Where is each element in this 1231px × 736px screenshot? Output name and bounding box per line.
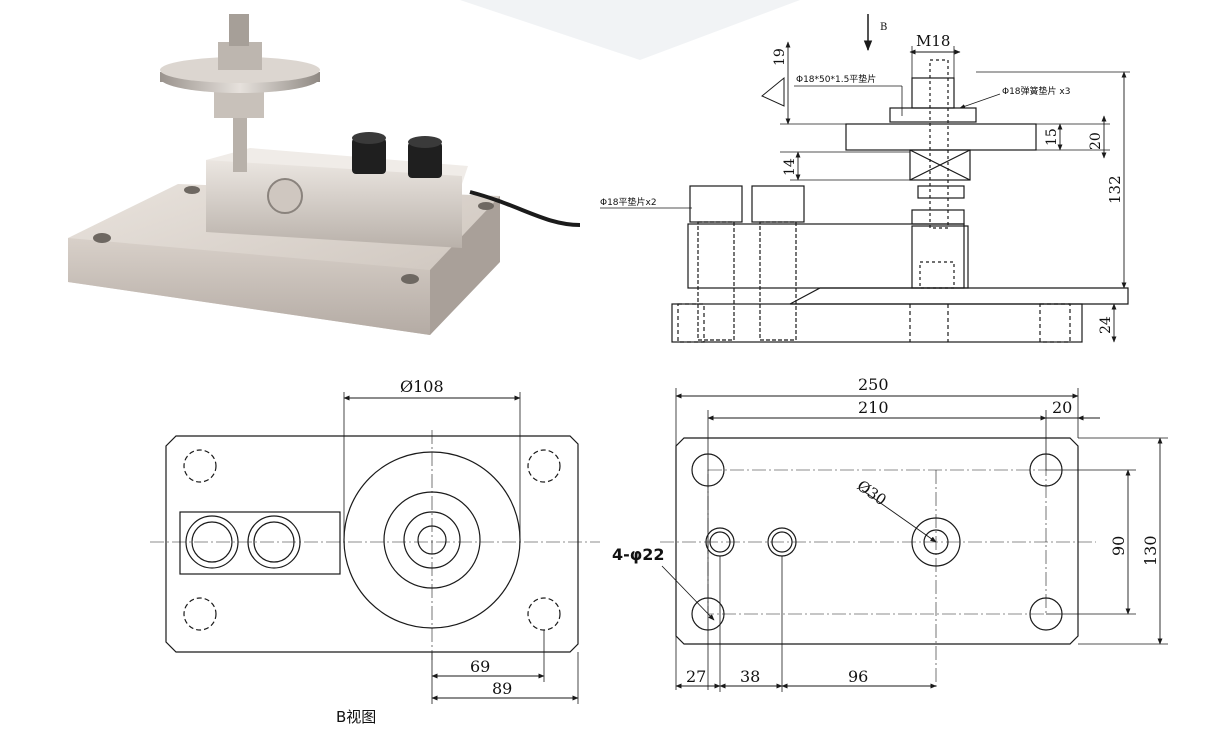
washer-note: Φ18*50*1.5平垫片 [796, 73, 876, 85]
dim-15: 15 [1044, 128, 1060, 146]
dim-14: 14 [782, 158, 798, 176]
dim-20-base: 20 [1052, 398, 1072, 417]
dim-24: 24 [1098, 316, 1114, 334]
dim-19: 19 [772, 48, 788, 66]
hole-note-4-phi22: 4-φ22 [612, 545, 665, 564]
dim-89: 89 [492, 679, 512, 698]
dim-130: 130 [1141, 535, 1160, 566]
dim-38: 38 [740, 667, 760, 686]
side-view-drawing [600, 14, 1130, 343]
dim-132: 132 [1106, 175, 1124, 204]
spring-washer-note: Φ18弹簧垫片 x3 [1002, 85, 1070, 97]
dim-250: 250 [858, 375, 889, 394]
dim-diameter-108: Ø108 [400, 377, 444, 396]
dim-diameter-30: Ø30 [854, 477, 890, 510]
b-view-drawing [150, 392, 600, 704]
flat-washer-note: Φ18平垫片x2 [600, 196, 657, 208]
dim-210: 210 [858, 398, 889, 417]
m18-label: M18 [916, 32, 950, 50]
dim-27: 27 [686, 667, 706, 686]
dim-69: 69 [470, 657, 490, 676]
b-arrow-label: B [880, 22, 887, 33]
load-cell-mount-photo [68, 14, 581, 335]
dim-90: 90 [1109, 536, 1128, 556]
b-view-caption: B视图 [336, 708, 376, 726]
dim-96: 96 [848, 667, 868, 686]
dim-20-side: 20 [1088, 132, 1104, 150]
background-band [460, 0, 800, 60]
base-plate-drawing [660, 388, 1168, 692]
